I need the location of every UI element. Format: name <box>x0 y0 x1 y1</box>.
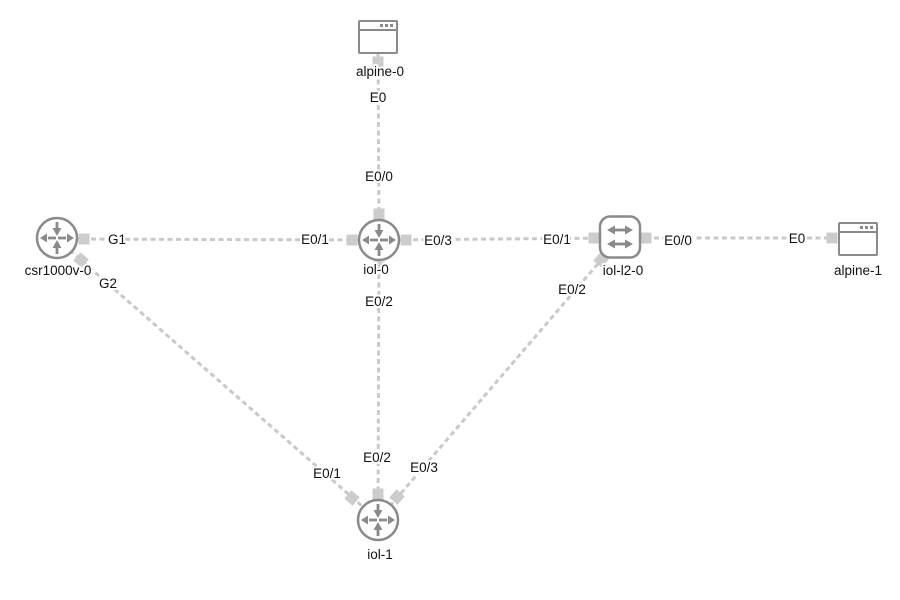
interface-labels-layer: E0 E0/0 G1 E0/1 E0/3 E0/1 E0/0 E0 G2 E0/… <box>97 88 807 483</box>
node-alpine-1[interactable] <box>838 222 878 256</box>
node-alpine-0[interactable] <box>358 20 398 54</box>
connectors-layer <box>73 56 838 506</box>
interface-label: E0 <box>370 90 387 105</box>
interface-label: E0/3 <box>410 460 438 475</box>
switch-icon <box>598 215 642 259</box>
node-iol-l2-0[interactable] <box>598 215 642 259</box>
node-labels-layer: alpine-0 csr1000v-0 iol-0 iol-l2-0 alpin… <box>23 62 884 564</box>
link-endpoint <box>373 261 385 273</box>
link-endpoint <box>344 490 360 506</box>
router-icon <box>357 218 401 262</box>
interface-label: E0/1 <box>543 232 571 247</box>
node-iol-1[interactable] <box>356 498 400 542</box>
router-icon <box>35 216 79 260</box>
link-endpoint <box>372 488 384 500</box>
interface-label: E0/2 <box>365 294 393 309</box>
node-label: alpine-1 <box>834 263 882 278</box>
link-iol-0-iol-1[interactable] <box>376 239 381 521</box>
link-endpoint <box>389 489 405 505</box>
node-label: iol-1 <box>367 547 393 562</box>
interface-label: E0/1 <box>313 466 341 481</box>
terminal-icon <box>358 20 398 54</box>
link-endpoint <box>78 233 90 245</box>
interface-label: E0/1 <box>301 232 329 247</box>
router-icon <box>356 498 400 542</box>
interface-label: E0/2 <box>558 282 586 297</box>
link-endpoint <box>588 232 600 244</box>
node-label: iol-l2-0 <box>603 263 644 278</box>
node-csr1000v-0[interactable] <box>35 216 79 260</box>
link-iol-l2-0-iol-1[interactable] <box>376 237 622 521</box>
node-label: iol-0 <box>363 262 389 277</box>
link-endpoint <box>346 234 358 246</box>
link-endpoint <box>640 232 652 244</box>
interface-label: E0 <box>789 231 806 246</box>
link-iol-0-iol-l2-0[interactable] <box>378 236 621 242</box>
node-label: alpine-0 <box>356 64 404 79</box>
links-layer <box>56 36 858 522</box>
node-iol-0[interactable] <box>357 218 401 262</box>
nodes-layer <box>35 20 878 542</box>
link-endpoint <box>826 232 838 244</box>
interface-label: E0/0 <box>365 169 393 184</box>
interface-label: G1 <box>108 232 126 247</box>
node-label: csr1000v-0 <box>25 263 92 278</box>
interface-label: E0/2 <box>363 450 391 465</box>
link-endpoint <box>372 56 384 68</box>
interface-label: E0/0 <box>664 233 692 248</box>
link-endpoint <box>73 252 89 268</box>
interface-label: E0/3 <box>424 233 452 248</box>
link-csr1000v-0-iol-1[interactable] <box>56 237 379 522</box>
terminal-icon <box>838 222 878 256</box>
link-endpoint <box>400 234 412 246</box>
interface-label: G2 <box>99 276 117 291</box>
link-csr1000v-0-iol-0[interactable] <box>56 237 380 242</box>
link-endpoint <box>373 208 385 220</box>
